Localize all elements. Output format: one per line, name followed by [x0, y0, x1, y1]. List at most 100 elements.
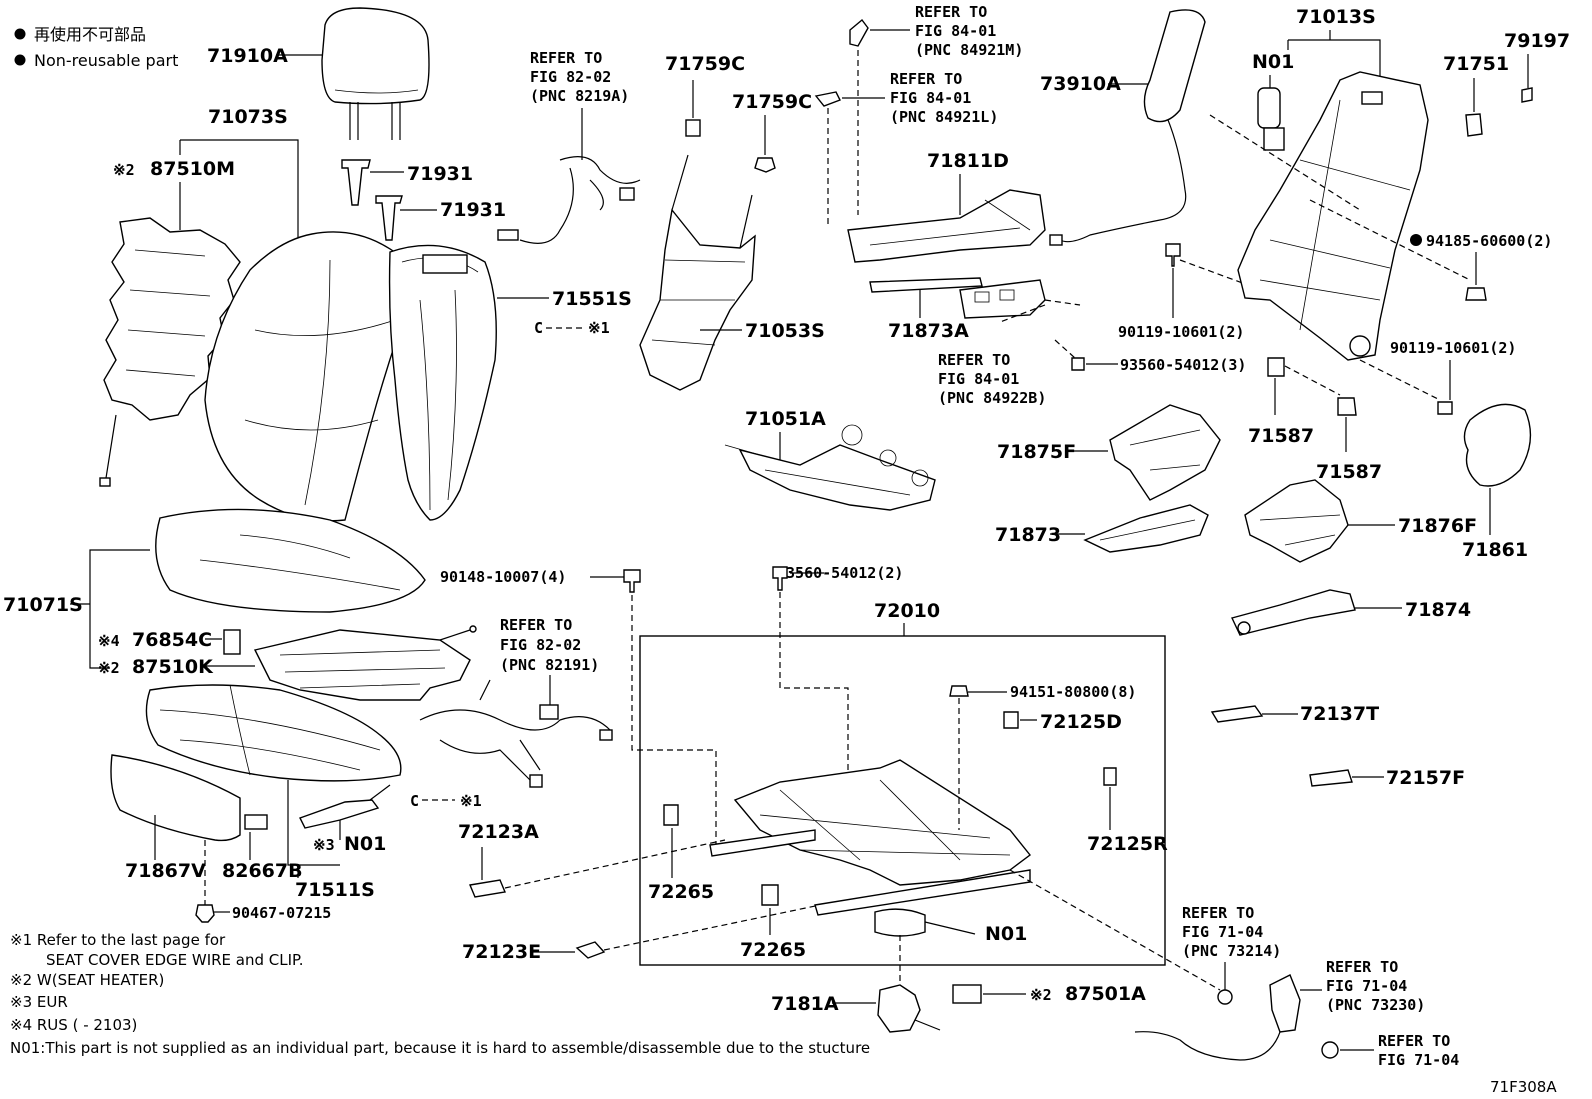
- svg-text:(PNC 73230): (PNC 73230): [1326, 996, 1425, 1014]
- part-label-71876F: 71876F: [1398, 515, 1477, 537]
- svg-text:FIG 71-04: FIG 71-04: [1182, 923, 1263, 941]
- part-label-71931-lower: 71931: [440, 199, 506, 221]
- nut-94151-drawing: [949, 685, 969, 697]
- part-label-71910A: 71910A: [207, 45, 288, 67]
- note-N01: N01:This part is not supplied as an indi…: [10, 1039, 870, 1057]
- svg-text:FIG 84-01: FIG 84-01: [915, 22, 996, 40]
- nut-94185-drawing: [1465, 287, 1487, 301]
- part-label-90119-10601-lower: 90119-10601(2): [1390, 339, 1516, 357]
- seatback-pad-drawing: [388, 244, 497, 521]
- cover-71873-drawing: [1083, 504, 1209, 553]
- part-label-71587-right: 71587: [1316, 461, 1382, 483]
- legend-jp: 再使用不可部品: [34, 25, 146, 44]
- part-label-94151-80800: 94151-80800(8): [1010, 683, 1136, 701]
- knob-71751-drawing: [1465, 113, 1483, 137]
- cover-72125R-drawing: [1103, 767, 1117, 786]
- part-label-73910A: 73910A: [1040, 73, 1121, 95]
- part-label-72157F: 72157F: [1386, 767, 1465, 789]
- seat-cushion-cover-drawing: [155, 508, 426, 613]
- cover-72265-lower-drawing: [761, 884, 779, 906]
- buckle-73230-drawing: [1134, 974, 1322, 1061]
- note-3: ※3 EUR: [10, 993, 68, 1011]
- svg-text:FIG 71-04: FIG 71-04: [1378, 1051, 1459, 1069]
- part-label-71867V: 71867V: [125, 860, 206, 882]
- shield-71876F-drawing: [1244, 479, 1349, 563]
- cover-72123A-drawing: [469, 879, 506, 898]
- legend-en: Non-reusable part: [34, 51, 178, 70]
- part-label-71931-upper: 71931: [407, 163, 473, 185]
- knob-84921L-drawing: [814, 91, 841, 107]
- mark-2-87510K: ※2: [98, 659, 120, 677]
- part-label-71875F: 71875F: [997, 441, 1076, 463]
- seatback-board-71053S-drawing: [639, 154, 756, 391]
- part-label-71874: 71874: [1405, 599, 1471, 621]
- clip-79197-drawing: [1521, 87, 1533, 103]
- svg-text:(PNC 82191): (PNC 82191): [500, 656, 599, 674]
- cover-71587-left-drawing: [1267, 357, 1285, 377]
- mark-1-upper: ※1: [588, 319, 610, 337]
- svg-text:REFER TO: REFER TO: [938, 351, 1010, 369]
- harness-8219A-drawing: [497, 108, 641, 244]
- shield-71875F-drawing: [1109, 404, 1221, 501]
- part-87501A-drawing: [952, 984, 982, 1004]
- cover-72125D-drawing: [1003, 711, 1019, 729]
- clip-90467-drawing: [195, 904, 215, 923]
- cover-72157F-drawing: [1309, 769, 1353, 787]
- part-label-71873A: 71873A: [888, 320, 969, 342]
- note-1-line-1: ※1 Refer to the last page for: [10, 931, 226, 949]
- part-label-72123E: 72123E: [462, 941, 541, 963]
- seatback-heater-mat-drawing: [99, 217, 241, 487]
- motor-N01-drawing: [1257, 87, 1285, 151]
- svg-text:FIG 84-01: FIG 84-01: [890, 89, 971, 107]
- part-label-72010: 72010: [874, 600, 940, 622]
- ref-82191: REFER TO FIG 82-02 (PNC 82191): [500, 616, 599, 674]
- screw-93560-upper-drawing: [1071, 357, 1085, 371]
- part-label-71751: 71751: [1443, 53, 1509, 75]
- seat-heater-mat-drawing: [253, 625, 477, 701]
- part-label-71053S: 71053S: [745, 320, 825, 342]
- lever-73910A-drawing: [1049, 9, 1206, 246]
- svg-text:FIG 82-02: FIG 82-02: [530, 68, 611, 86]
- cover-71587-right-drawing: [1337, 397, 1357, 416]
- part-label-90467-07215: 90467-07215: [232, 904, 331, 922]
- mark-3: ※3: [313, 836, 335, 854]
- part-label-71861: 71861: [1462, 539, 1528, 561]
- note-4: ※4 RUS ( - 2103): [10, 1016, 137, 1034]
- svg-text:REFER TO: REFER TO: [1182, 904, 1254, 922]
- clip-76854C-drawing: [223, 629, 241, 655]
- seatback-frame-71013S-drawing: [1237, 71, 1429, 361]
- mark-1-lower: ※1: [460, 792, 482, 810]
- bolt-90119-upper-drawing: [1165, 243, 1181, 267]
- bracket-71873A-drawing: [869, 277, 983, 293]
- part-label-72125D: 72125D: [1040, 711, 1122, 733]
- part-label-71051A: 71051A: [745, 408, 826, 430]
- bolt-90148-drawing: [623, 569, 641, 593]
- cushion-front-panel-drawing: [110, 754, 241, 842]
- cover-71861-drawing: [1463, 403, 1532, 487]
- seat-cushion-pad-drawing: [145, 684, 402, 782]
- part-label-82667B: 82667B: [222, 860, 303, 882]
- seat-frame-72010-drawing: [709, 759, 1031, 937]
- clip-symbol: C: [534, 319, 543, 337]
- part-label-93560-54012-3: 93560-54012(3): [1120, 356, 1246, 374]
- part-label-87510K: 87510K: [132, 656, 214, 678]
- part-label-79197: 79197: [1504, 30, 1570, 52]
- mark-2-87510M: ※2: [113, 161, 135, 179]
- svg-text:REFER TO: REFER TO: [1326, 958, 1398, 976]
- part-label-7181A: 7181A: [771, 993, 839, 1015]
- part-label-71873: 71873: [995, 524, 1061, 546]
- switch-84922B-drawing: [959, 279, 1046, 319]
- part-label-N01-frame-upper: N01: [1252, 51, 1294, 73]
- part-label-71073S: 71073S: [208, 106, 288, 128]
- part-label-90119-10601-upper: 90119-10601(2): [1118, 323, 1244, 341]
- non-reusable-dot-icon: [14, 54, 26, 66]
- part-label-71759C-lower: 71759C: [732, 91, 812, 113]
- clip-71759C-lower-drawing: [754, 157, 776, 173]
- part-label-71511S: 71511S: [295, 879, 375, 901]
- part-label-87510M: 87510M: [150, 158, 235, 180]
- svg-text:(PNC 8219A): (PNC 8219A): [530, 87, 629, 105]
- svg-text:(PNC 84922B): (PNC 84922B): [938, 389, 1046, 407]
- part-label-71759C-upper: 71759C: [665, 53, 745, 75]
- ref-8219A: REFER TO FIG 82-02 (PNC 8219A): [530, 49, 629, 105]
